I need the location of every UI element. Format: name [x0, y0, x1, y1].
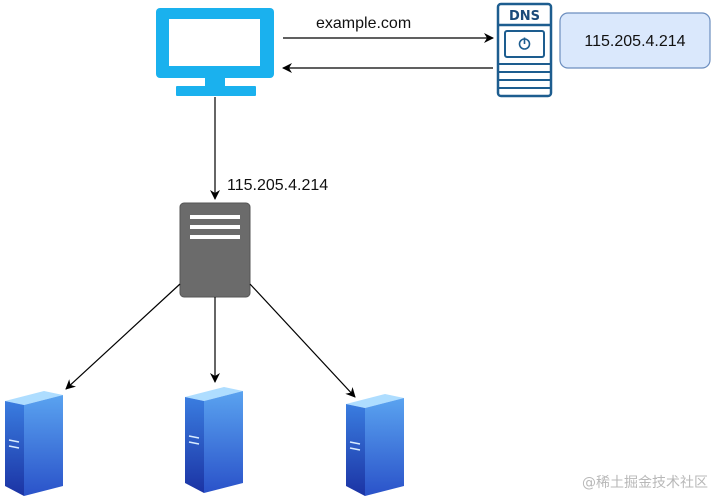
power-icon [518, 37, 531, 50]
resolved-ip-label: 115.205.4.214 [227, 177, 328, 194]
dns-server-icon: DNS [496, 2, 553, 98]
server-tower-icon [346, 394, 404, 496]
backend-arrow-right [249, 283, 356, 398]
server-tower-icon [5, 391, 63, 496]
dns-result-box: 115.205.4.214 [559, 12, 711, 69]
server-rack-icon [179, 202, 251, 298]
watermark-text: @稀土掘金技术社区 [582, 475, 708, 491]
backend-arrow-left [65, 283, 181, 390]
dns-badge: DNS [509, 9, 540, 24]
server-tower-icon [185, 387, 243, 493]
monitor-icon [156, 8, 274, 96]
dns-result-text: 115.205.4.214 [584, 33, 685, 50]
domain-query-label: example.com [316, 15, 411, 32]
